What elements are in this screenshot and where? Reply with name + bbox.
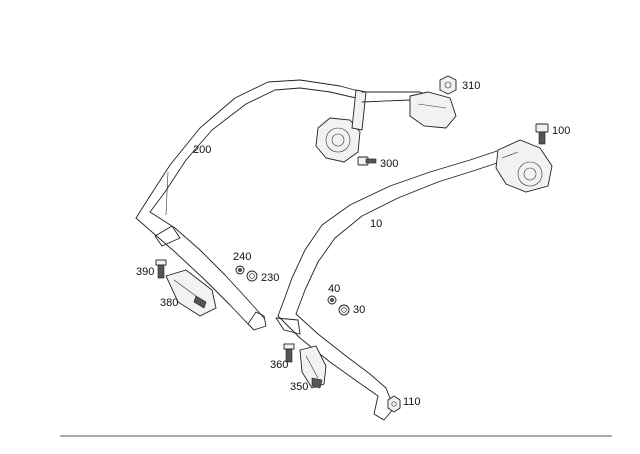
retractor-front-assembly [495, 139, 553, 193]
buckle-350 [299, 345, 327, 389]
bolt-360 [283, 343, 295, 363]
label-360: 360 [270, 359, 288, 371]
buckle-380 [165, 269, 217, 317]
label-350: 350 [290, 381, 308, 393]
label-200: 200 [193, 144, 211, 156]
nut-110 [387, 395, 401, 413]
washer-240 [235, 265, 245, 275]
bolt-100 [535, 123, 549, 145]
label-240: 240 [233, 251, 251, 263]
label-30: 30 [353, 304, 365, 316]
retractor-300-assembly [315, 89, 367, 163]
label-40: 40 [328, 283, 340, 295]
label-300: 300 [380, 158, 398, 170]
nut-310 [439, 75, 457, 95]
label-310: 310 [462, 80, 480, 92]
washer-30 [338, 304, 350, 316]
washer-40 [327, 295, 337, 305]
label-110: 110 [403, 396, 421, 408]
label-230: 230 [261, 272, 279, 284]
bolt-390 [155, 259, 167, 279]
label-100: 100 [552, 125, 570, 137]
label-380: 380 [160, 297, 178, 309]
label-10: 10 [370, 218, 382, 230]
upper-anchor-assembly [361, 91, 457, 129]
label-390: 390 [136, 266, 154, 278]
washer-230 [246, 270, 258, 282]
belt-200 [135, 79, 363, 331]
bolt-300 [357, 156, 377, 166]
